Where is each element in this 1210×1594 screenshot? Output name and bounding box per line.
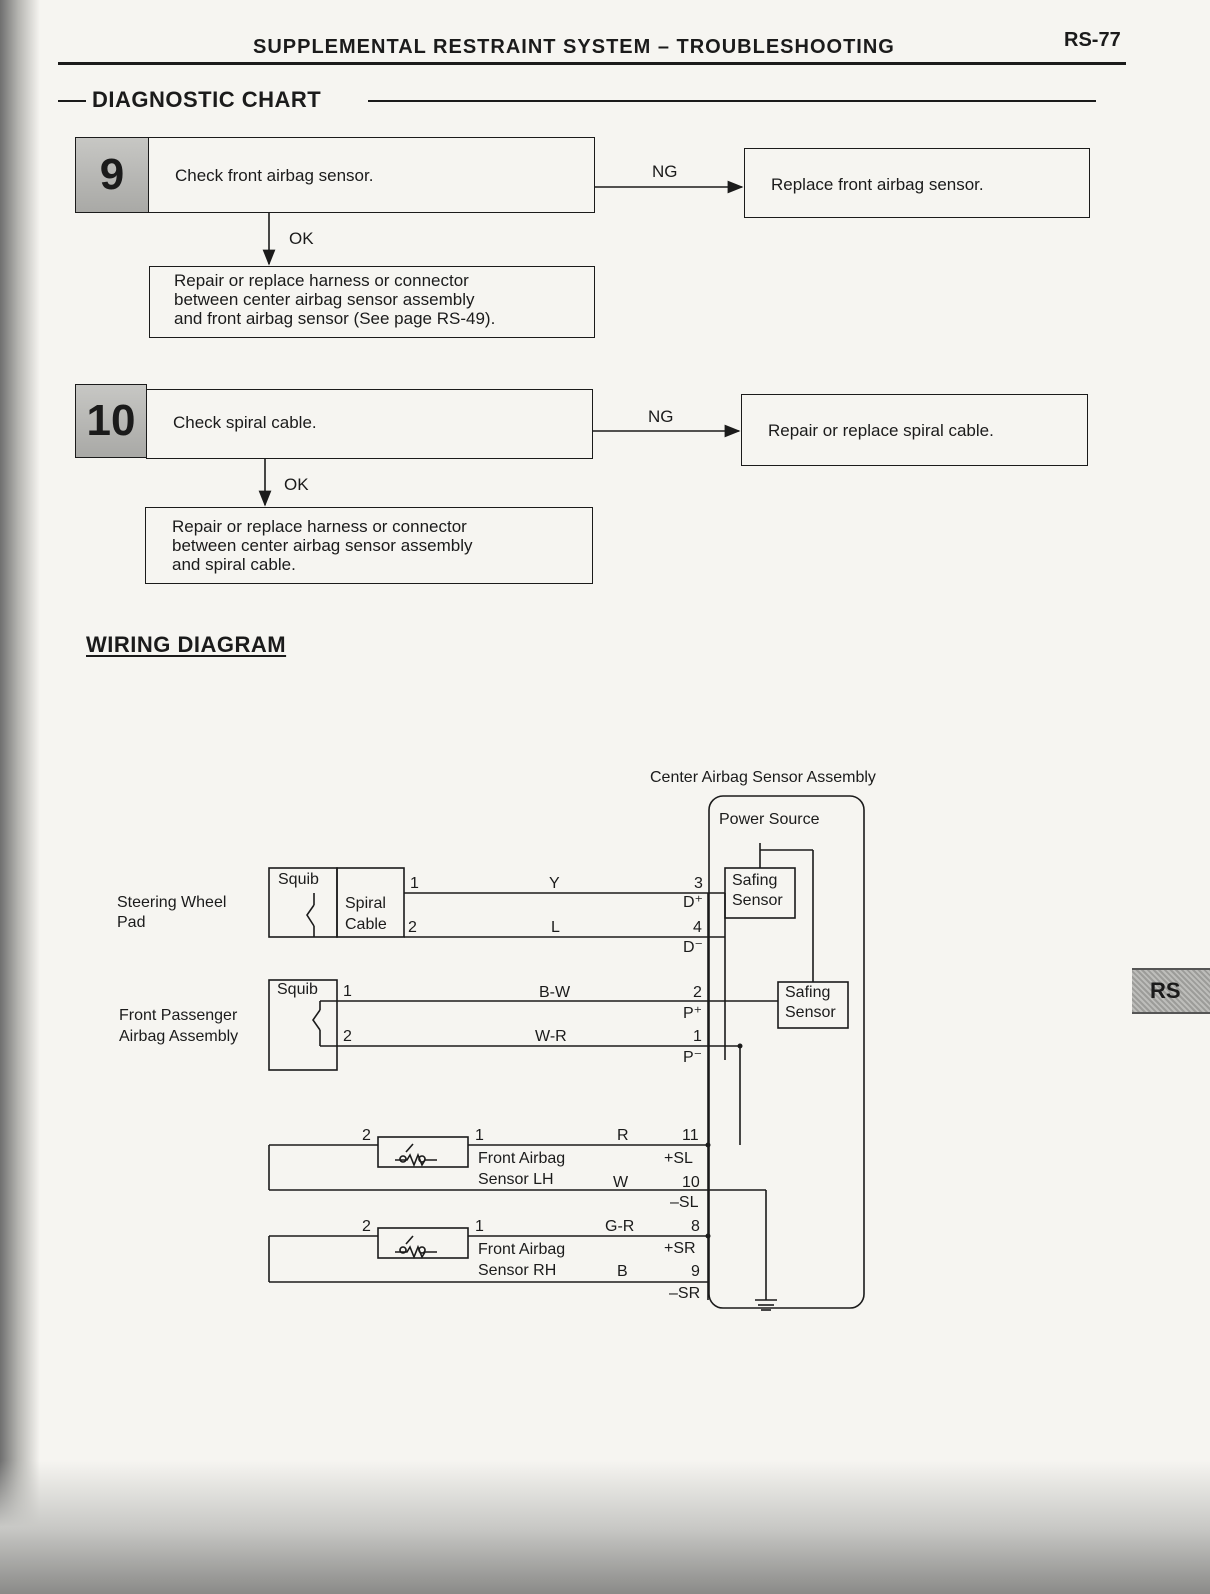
step-10-ok-box: Repair or replace harness or connector b…: [145, 507, 593, 584]
terminal-name: +SR: [664, 1240, 696, 1257]
step-9-check-box: Check front airbag sensor.: [148, 137, 595, 213]
terminal-pin: 4: [693, 919, 702, 936]
front-sensor-rh-box: [377, 1227, 469, 1259]
step-9-ng-text: Replace front airbag sensor.: [771, 175, 984, 194]
safing-sensor-1-label: Safing Sensor: [732, 872, 783, 909]
squib-2-box: [268, 979, 338, 1071]
pin-label: 2: [362, 1218, 371, 1235]
pin-label: 1: [475, 1218, 484, 1235]
terminal-name: +SL: [664, 1150, 693, 1167]
step-10-check-box: Check spiral cable.: [146, 389, 593, 459]
terminal-name: D⁻: [683, 939, 703, 956]
page-number: RS-77: [1064, 29, 1121, 51]
front-sensor-lh-label: Front Airbag Sensor LH: [478, 1150, 566, 1188]
steering-wheel-pad-label: Steering Wheel Pad: [117, 894, 227, 931]
terminal-name: P⁻: [683, 1049, 703, 1066]
section-rule: [368, 100, 1096, 102]
wiring-diagram-title: WIRING DIAGRAM: [86, 632, 287, 657]
header-rule: [58, 62, 1126, 65]
step-9-ng-label: NG: [652, 162, 678, 181]
page-shadow-bottom: [0, 1460, 1210, 1594]
wire-color-label: W: [613, 1174, 629, 1191]
step-9-ok-label: OK: [289, 229, 314, 248]
page-shadow-left: [0, 0, 40, 1594]
wire-color-label: R: [617, 1127, 629, 1144]
spiral-cable-label: Spiral Cable: [345, 895, 387, 933]
pin-label: 1: [410, 875, 419, 892]
center-assembly-label: Center Airbag Sensor Assembly: [650, 769, 876, 786]
step-10-ng-text: Repair or replace spiral cable.: [768, 421, 994, 440]
terminal-name: –SR: [669, 1285, 701, 1302]
terminal-name: –SL: [670, 1194, 699, 1211]
pin-label: 2: [408, 919, 417, 936]
safing-sensor-2-box: [777, 981, 849, 1029]
wire-color-label: G-R: [605, 1218, 635, 1235]
squib-2-label: Squib: [277, 981, 318, 998]
terminal-pin: 3: [694, 875, 703, 892]
step-9-ok-box: Repair or replace harness or connector b…: [149, 266, 595, 338]
front-sensor-rh-label: Front Airbag Sensor RH: [478, 1241, 566, 1279]
step-9-ok-text: Repair or replace harness or connector b…: [174, 271, 496, 328]
safing-sensor-2-label: Safing Sensor: [785, 984, 836, 1021]
wire-color-label: Y: [549, 875, 560, 892]
step-10-ok-label: OK: [284, 475, 309, 494]
step-9-number: 9: [75, 137, 149, 213]
step-10-ng-label: NG: [648, 407, 674, 426]
step-10-ok-text: Repair or replace harness or connector b…: [172, 517, 473, 574]
front-passenger-label: Front Passenger Airbag Assembly: [119, 1007, 239, 1045]
section-dash: [58, 100, 86, 102]
terminal-name: P⁺: [683, 1005, 703, 1022]
diagnostic-chart-title: DIAGNOSTIC CHART: [92, 87, 322, 112]
front-sensor-lh-box: [377, 1136, 469, 1168]
terminal-pin: 11: [682, 1127, 699, 1144]
power-source-label: Power Source: [719, 811, 820, 828]
spiral-cable-box: [336, 867, 405, 938]
terminal-pin: 1: [693, 1028, 702, 1045]
step-10-ng-box: Repair or replace spiral cable.: [741, 394, 1088, 466]
page-header-title: SUPPLEMENTAL RESTRAINT SYSTEM – TROUBLES…: [253, 36, 895, 58]
wire-color-label: B-W: [539, 984, 571, 1001]
wire-color-label: B: [617, 1263, 628, 1280]
terminal-name: D⁺: [683, 894, 703, 911]
section-tab-rs: RS: [1132, 968, 1210, 1014]
terminal-pin: 10: [682, 1174, 700, 1191]
step-10-check-text: Check spiral cable.: [173, 413, 317, 432]
terminal-pin: 2: [693, 984, 702, 1001]
pin-label: 2: [362, 1127, 371, 1144]
pin-label: 1: [343, 983, 352, 1000]
terminal-pin: 8: [691, 1218, 700, 1235]
step-9-check-text: Check front airbag sensor.: [175, 166, 374, 185]
step-10-number: 10: [75, 384, 147, 458]
pin-label: 2: [343, 1028, 352, 1045]
wire-color-label: W-R: [535, 1028, 567, 1045]
squib-1-label: Squib: [278, 871, 319, 888]
pin-label: 1: [475, 1127, 484, 1144]
center-assembly-box: [708, 795, 865, 1309]
section-tab-label: RS: [1150, 978, 1181, 1003]
terminal-pin: 9: [691, 1263, 700, 1280]
step-9-ng-box: Replace front airbag sensor.: [744, 148, 1090, 218]
wire-color-label: L: [551, 919, 560, 936]
